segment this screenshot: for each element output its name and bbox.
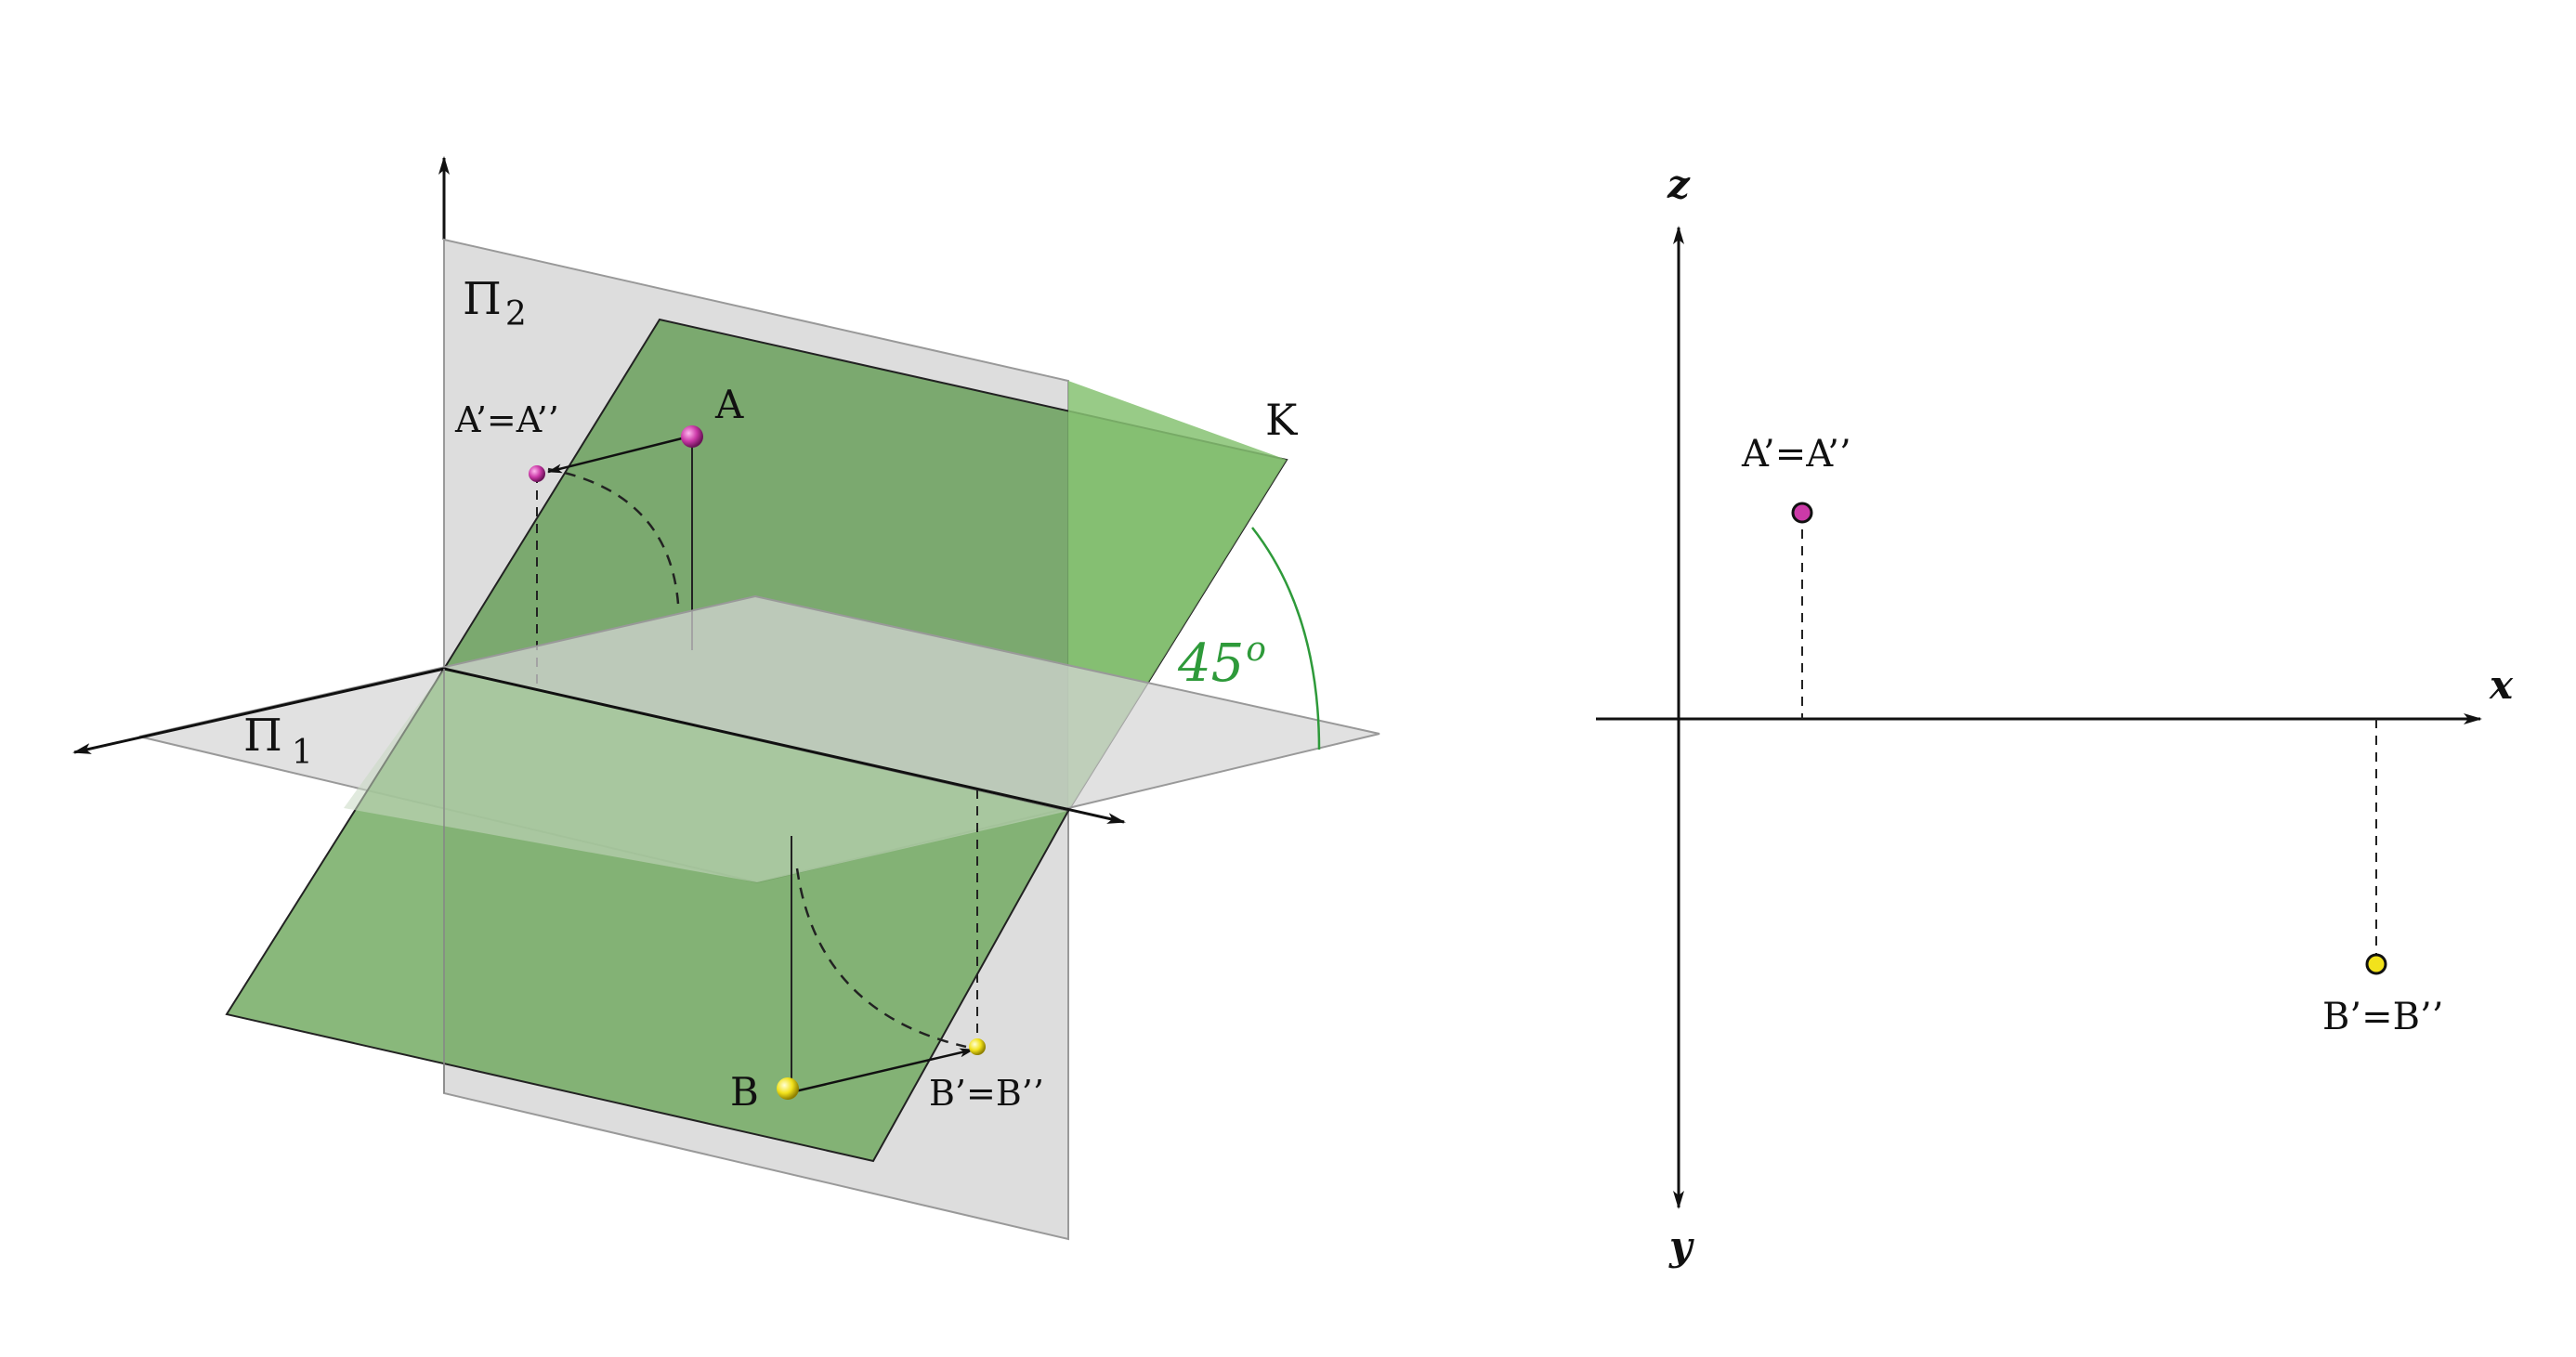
label-b-proj: B’=B’’ xyxy=(929,1073,1044,1114)
label-a-proj: A’=A’’ xyxy=(454,399,559,440)
point-a-proj-sphere xyxy=(529,465,545,482)
label-axis-z: z xyxy=(1667,162,1691,207)
epure-point-b xyxy=(2365,953,2387,975)
point-b-sphere xyxy=(777,1077,799,1100)
left-ground-line xyxy=(443,667,1126,824)
label-k: K xyxy=(1265,395,1299,445)
label-axis-y: y xyxy=(1668,1223,1694,1269)
point-a-rotation-arc xyxy=(547,467,680,605)
right-epure-figure: z x y A’=A’’ B’=B’’ xyxy=(1596,162,2514,1269)
left-y-axis xyxy=(72,667,445,754)
point-b-arrow xyxy=(794,1048,974,1093)
point-a-sphere xyxy=(681,425,703,448)
epure-point-a xyxy=(1791,502,1813,524)
label-axis-x: x xyxy=(2489,662,2514,708)
label-b: B xyxy=(730,1069,759,1115)
epure-label-b: B’=B’’ xyxy=(2322,996,2443,1038)
plane-pi1-front-overlap xyxy=(344,669,1068,882)
label-angle: 45o xyxy=(1177,631,1266,694)
angle-arc xyxy=(1251,527,1321,750)
label-a: A xyxy=(714,382,744,427)
point-b-proj-sphere xyxy=(969,1038,986,1055)
epure-label-a: A’=A’’ xyxy=(1741,433,1851,476)
point-a-arrow xyxy=(547,435,690,474)
